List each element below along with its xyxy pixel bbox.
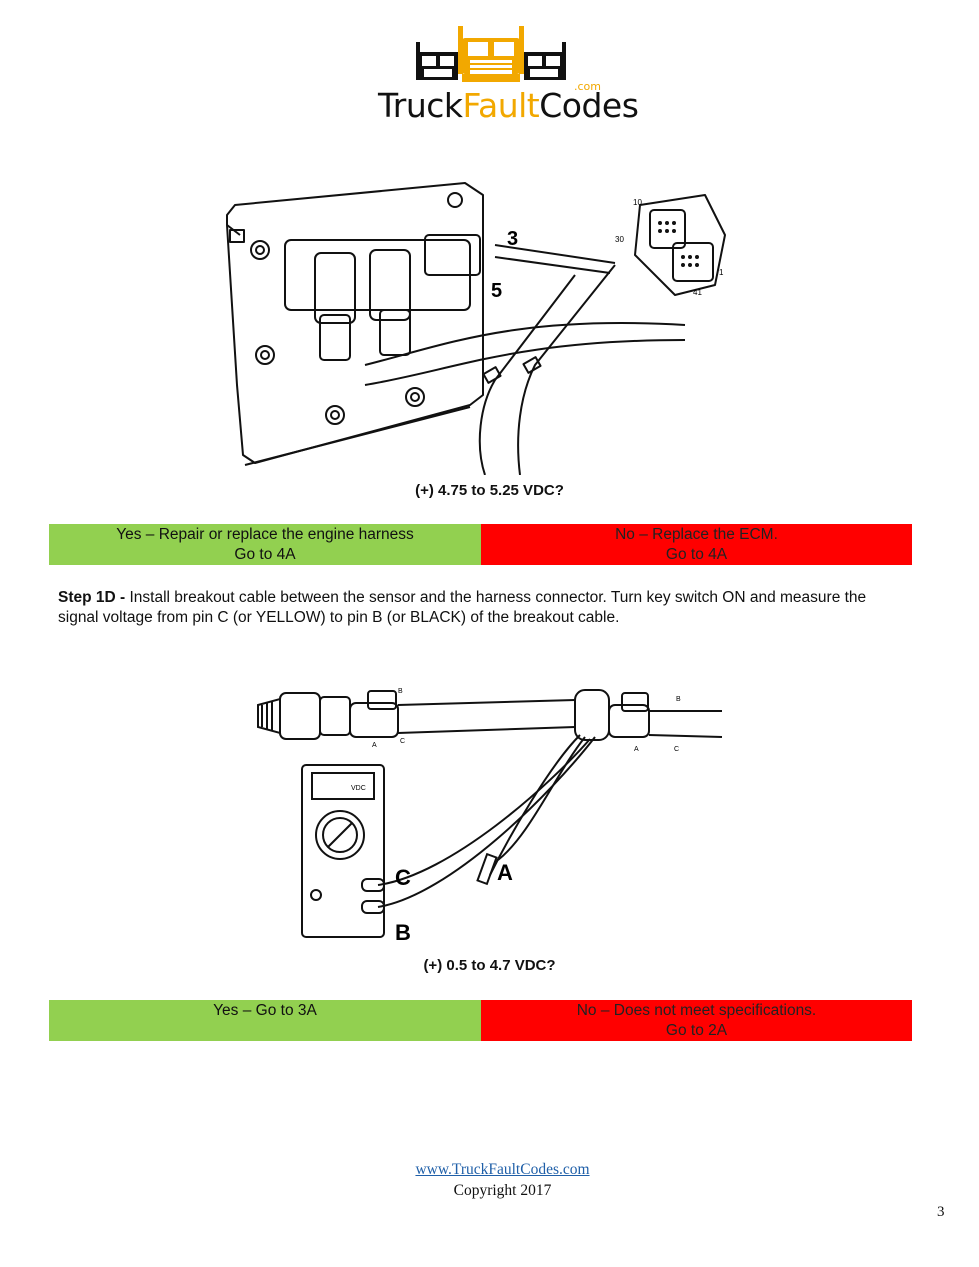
pin-label-a-1: A <box>372 742 377 749</box>
ecm-connector-figure: 3 5 10 30 1 41 <box>226 182 726 475</box>
answer-yes-1-line2: Go to 4A <box>234 546 296 563</box>
footer-url-row: www.TruckFaultCodes.com <box>0 1161 979 1179</box>
pin-label-1: 1 <box>719 268 724 277</box>
question-1: (+) 4.75 to 5.25 VDC? <box>415 482 564 499</box>
pin-label-b-2: B <box>676 696 681 703</box>
answer-no-2-line1: No – Does not meet specifications. <box>576 1002 817 1019</box>
answer-no-1-line2: Go to 4A <box>665 546 728 563</box>
answer-yes-2: Yes – Go to 3A <box>49 1000 481 1041</box>
answer-no-1-line1: No – Replace the ECM. <box>615 526 778 543</box>
answer-yes-1: Yes – Repair or replace the engine harne… <box>49 524 481 565</box>
page-number: 3 <box>937 1204 945 1220</box>
step-1d-instructions: Step 1D - Install breakout cable between… <box>58 588 908 628</box>
pin-label-b-1: B <box>398 688 403 695</box>
brand-word-truck: Truck <box>378 86 463 125</box>
question-2: (+) 0.5 to 4.7 VDC? <box>423 957 556 974</box>
pin-label-10: 10 <box>633 198 642 207</box>
pin-label-41: 41 <box>693 288 702 297</box>
breakout-cable-figure: VDC C A B B A C B A C <box>257 688 723 945</box>
wire-label-a: A <box>497 860 513 885</box>
pin-label-30: 30 <box>615 235 624 244</box>
brand-word-fault: Fault <box>462 86 540 125</box>
answer-row-1: Yes – Repair or replace the engine harne… <box>49 524 912 565</box>
footer-copyright: Copyright 2017 <box>453 1182 552 1199</box>
brand-com: .com <box>574 80 601 93</box>
answer-yes-1-line1: Yes – Repair or replace the engine harne… <box>116 526 414 543</box>
meter-display-label: VDC <box>351 785 366 792</box>
answer-row-2: Yes – Go to 3A No – Does not meet specif… <box>49 1000 912 1041</box>
callout-3: 3 <box>507 228 518 250</box>
truck-logo-icon <box>416 26 566 82</box>
pin-label-c-2: C <box>674 746 679 753</box>
wire-label-c: C <box>395 865 411 890</box>
step-text: Install breakout cable between the senso… <box>58 589 867 626</box>
pin-label-c-1: C <box>400 738 405 745</box>
callout-5: 5 <box>491 280 502 302</box>
wire-label-b: B <box>395 920 411 945</box>
answer-no-2-line2: Go to 2A <box>665 1022 728 1039</box>
step-label: Step 1D - <box>58 589 126 606</box>
pin-label-a-2: A <box>634 746 639 753</box>
brand-wordmark: TruckFaultCodes <box>378 86 639 125</box>
answer-no-1: No – Replace the ECM. Go to 4A <box>481 524 912 565</box>
footer-website-link[interactable]: www.TruckFaultCodes.com <box>415 1161 590 1178</box>
answer-yes-2-line1: Yes – Go to 3A <box>213 1002 317 1019</box>
answer-no-2: No – Does not meet specifications. Go to… <box>481 1000 912 1041</box>
brand-word-codes: Codes <box>539 86 639 125</box>
